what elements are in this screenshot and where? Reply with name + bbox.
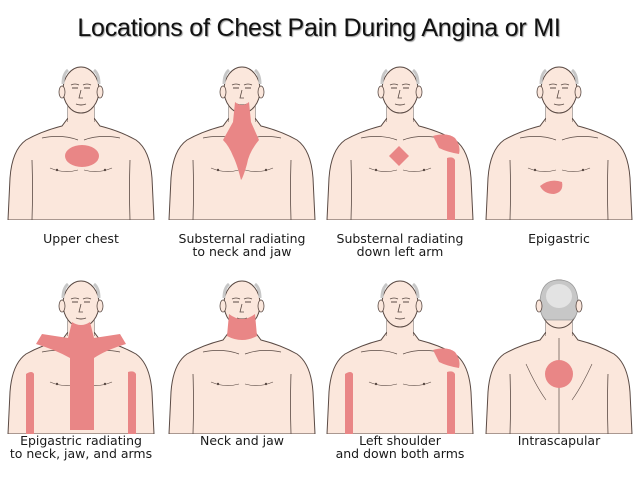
body-illustration-front <box>168 66 316 220</box>
body-illustration-front <box>326 66 474 220</box>
caption-line: Substernal radiating <box>336 231 464 246</box>
caption-line: and down both arms <box>335 446 465 461</box>
caption-line: down left arm <box>356 244 444 259</box>
body-illustration-front <box>7 66 155 220</box>
diagram-title: Locations of Chest Pain During Angina or… <box>77 14 561 42</box>
figure-epigastric: Epigastric <box>480 60 638 245</box>
pain-region-left-shoulder <box>433 134 460 154</box>
body-illustration-front <box>7 280 155 434</box>
body-illustration-front <box>485 66 633 220</box>
pain-region-intrascapular <box>545 360 573 388</box>
caption-line: Upper chest <box>43 231 119 246</box>
figure-upper-chest: Upper chest <box>2 60 160 245</box>
pain-region-epigastric <box>540 180 563 194</box>
caption-line: Epigastric radiating <box>20 433 142 448</box>
pain-region-left-arm <box>128 371 136 434</box>
caption-line: Epigastric <box>528 231 590 246</box>
caption-line: Neck and jaw <box>200 433 284 448</box>
caption-line: Left shoulder <box>359 433 441 448</box>
figure-caption: Upper chest <box>0 232 166 245</box>
figure-caption: Neck and jaw <box>157 434 327 447</box>
pain-region-substernal-neck-jaw <box>223 102 259 180</box>
pain-region-right-arm <box>345 372 353 434</box>
pain-region-left-arm <box>447 157 455 220</box>
pain-region-left-shoulder <box>433 348 460 368</box>
pain-region-right-arm <box>26 372 34 434</box>
figure-caption: Epigastric <box>474 232 638 245</box>
body-illustration-front <box>326 280 474 434</box>
pain-region-left-arm <box>447 371 455 434</box>
caption-line: Substernal radiating <box>178 231 306 246</box>
pain-region-neck-jaw <box>227 314 257 340</box>
figure-caption: Intrascapular <box>474 434 638 447</box>
body-illustration-back <box>485 279 633 434</box>
figure-neck-jaw: Neck and jaw <box>163 274 321 447</box>
pain-region-substernal <box>389 146 409 166</box>
pain-region-epigastric-neck-jaw <box>36 322 126 430</box>
figure-intrascapular: Intrascapular <box>480 274 638 447</box>
caption-line: to neck and jaw <box>192 244 292 259</box>
pain-region-upper-chest <box>65 145 99 167</box>
caption-line: to neck, jaw, and arms <box>9 446 153 461</box>
caption-line: Intrascapular <box>517 433 601 448</box>
body-illustration-front <box>168 280 316 434</box>
